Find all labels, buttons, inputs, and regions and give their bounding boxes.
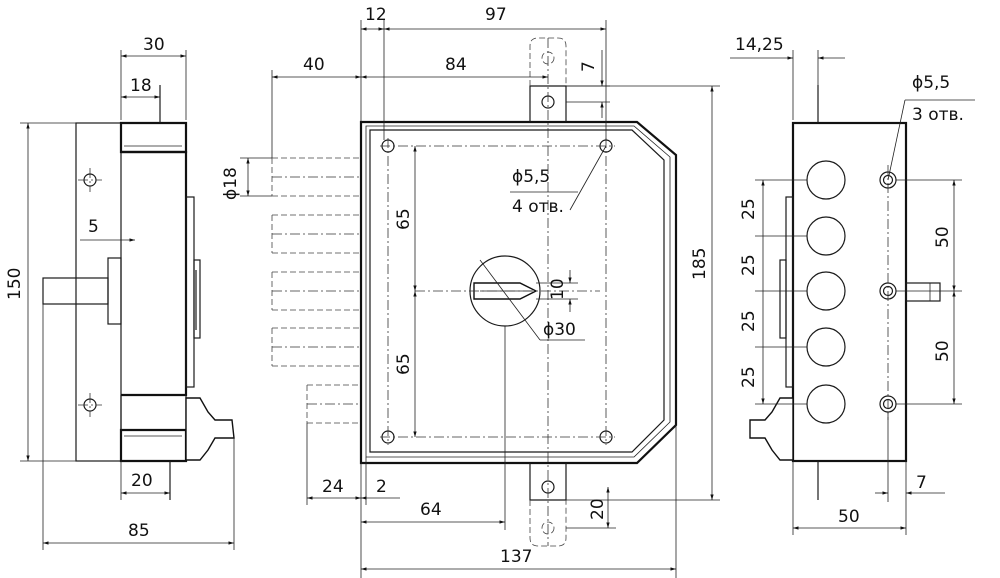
left-handle (185, 397, 235, 461)
right-cylinder-holes (806, 160, 846, 424)
dim-25-2: 25 (739, 254, 759, 276)
note-4-holes: 4 отв. (512, 197, 564, 217)
bottom-mount-tab (529, 463, 567, 501)
dim-25-3: 25 (739, 310, 759, 332)
dim-185: 185 (690, 248, 710, 280)
dim-7: 7 (579, 61, 599, 72)
dim-25-4: 25 (739, 366, 759, 388)
dim-12: 12 (365, 5, 387, 25)
dim-97: 97 (485, 5, 507, 25)
dim-14-25: 14,25 (735, 35, 784, 55)
note-3-holes: 3 отв. (912, 105, 964, 125)
dim-50-top: 50 (933, 226, 953, 248)
dim-20: 20 (131, 471, 153, 491)
front-inner-plate (369, 129, 665, 453)
dim-phi55: ϕ5,5 (512, 167, 550, 187)
dim-10: 10 (548, 278, 568, 300)
right-handle (749, 397, 794, 461)
left-body-top (119, 121, 188, 154)
hidden-bolts (271, 157, 361, 424)
left-side-strip (185, 196, 195, 388)
dim-137: 137 (500, 547, 532, 567)
dim-7-right: 7 (916, 473, 927, 493)
dim-5: 5 (88, 217, 99, 237)
dim-18: 18 (130, 76, 152, 96)
dim-24: 24 (322, 477, 344, 497)
dim-65-top: 65 (394, 208, 414, 230)
dim-84: 84 (445, 55, 467, 75)
dim-2: 2 (376, 477, 387, 497)
dim-phi55-right: ϕ5,5 (912, 73, 950, 93)
dim-64: 64 (420, 500, 442, 520)
right-bolt (905, 282, 941, 302)
left-front-plate (75, 122, 122, 462)
top-mount-tab (529, 85, 567, 122)
left-side-view: 30 18 5 150 20 85 (5, 35, 235, 550)
dim-30: 30 (143, 35, 165, 55)
dim-85: 85 (128, 521, 150, 541)
left-hole-marks (78, 168, 102, 417)
right-side-view: 14,25 ϕ5,5 3 отв. 25 25 25 25 50 50 7 50 (730, 35, 975, 535)
dim-40: 40 (303, 55, 325, 75)
dim-phi18: ϕ18 (221, 167, 241, 200)
dim-50-width: 50 (838, 507, 860, 527)
dim-25-1: 25 (739, 198, 759, 220)
left-body-mid (121, 150, 188, 397)
dim-phi30: ϕ30 (543, 320, 576, 340)
dim-20: 20 (588, 498, 608, 520)
dim-150: 150 (5, 268, 25, 300)
dim-65-bottom: 65 (394, 353, 414, 375)
dim-50-bottom: 50 (933, 340, 953, 362)
left-body-bottom (119, 428, 188, 463)
front-view: 12 97 40 84 7 ϕ18 ϕ5,5 4 отв. 65 65 10 (221, 5, 720, 578)
